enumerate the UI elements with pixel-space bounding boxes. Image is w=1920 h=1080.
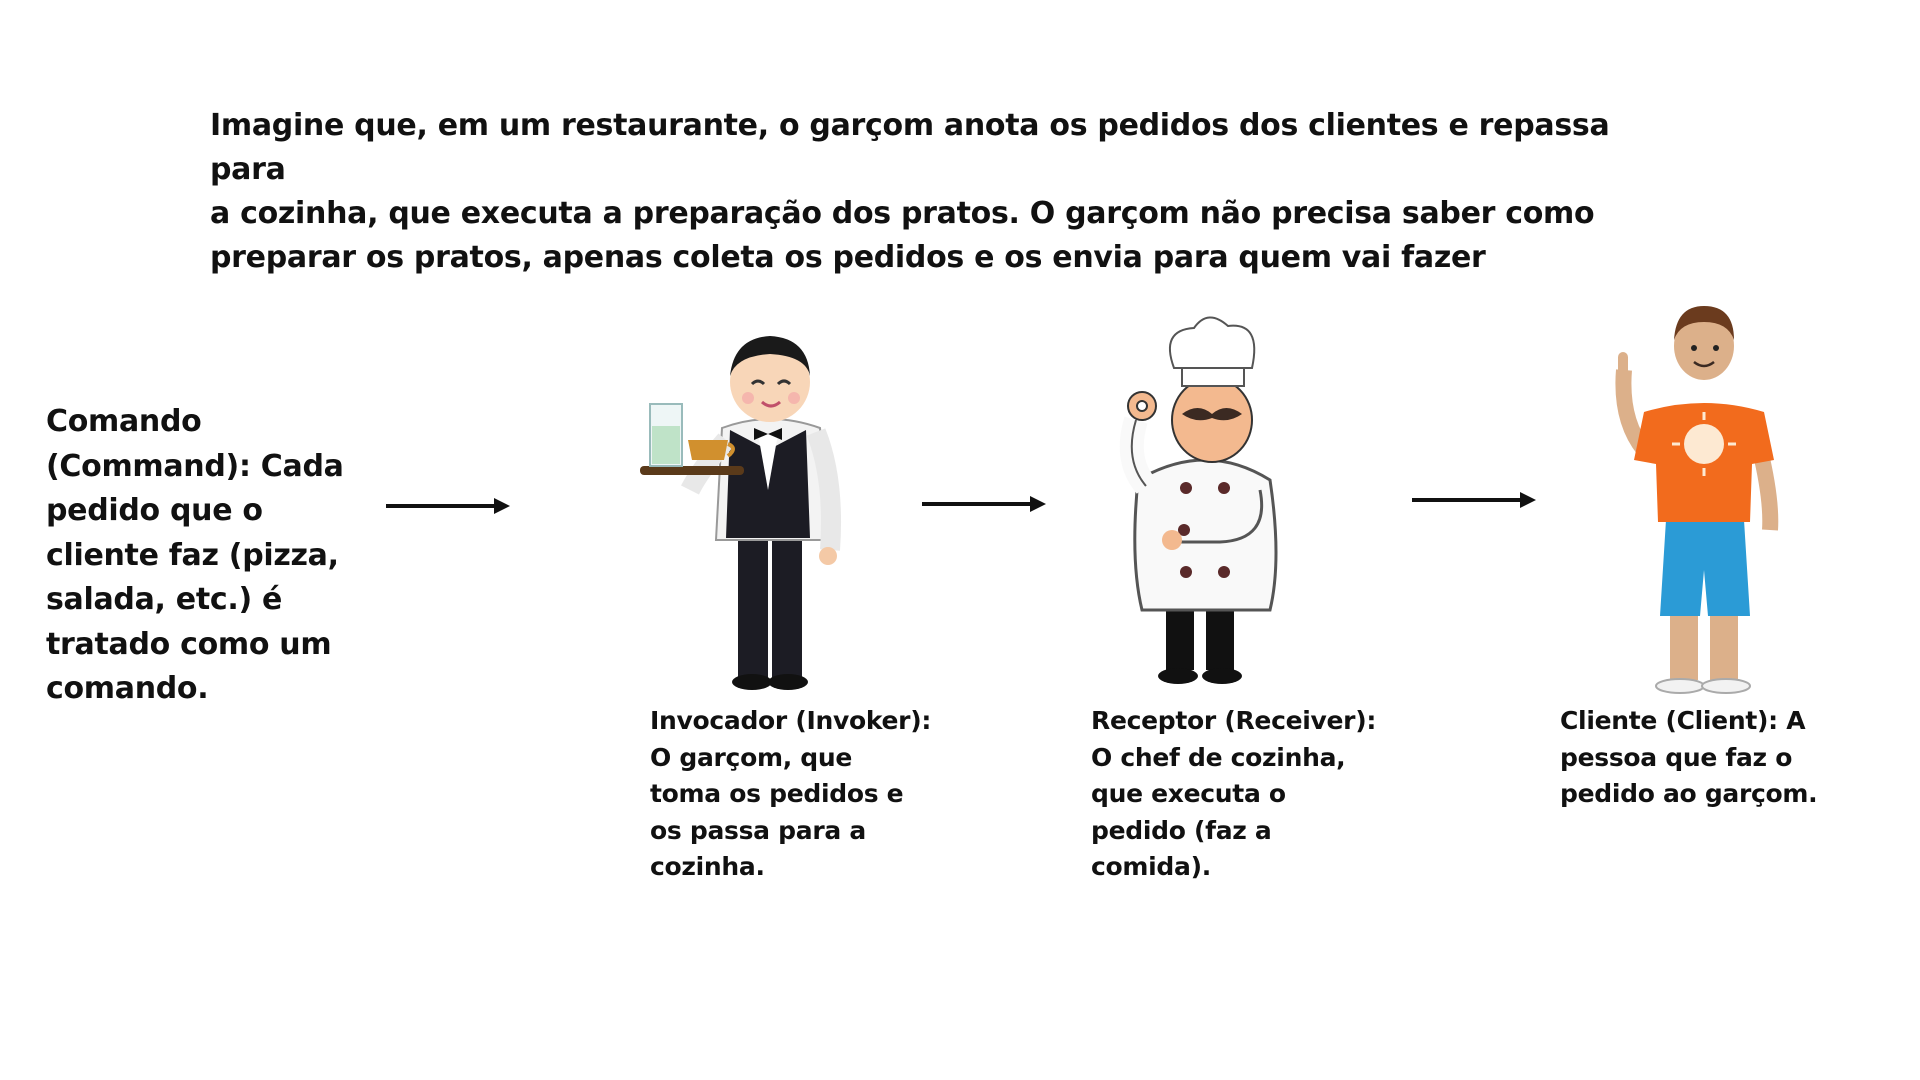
waiter-icon: [640, 336, 842, 690]
caption-line: pedido (faz a: [1091, 815, 1272, 845]
caption-line: O chef de cozinha,: [1091, 742, 1346, 772]
caption-line: toma os pedidos e: [650, 779, 904, 808]
command-line: salada, etc.) é: [46, 582, 283, 617]
command-line: Comando: [46, 404, 202, 439]
command-line: pedido que o: [46, 493, 263, 528]
command-label: Comando (Command): Cada pedido que o cli…: [46, 400, 366, 712]
command-line: (Command): Cada: [46, 448, 344, 484]
caption-line: os passa para a: [650, 815, 866, 845]
caption-line: Receptor (Receiver):: [1091, 706, 1377, 735]
caption-line: O garçom, que: [650, 742, 853, 772]
command-line: comando.: [46, 671, 209, 706]
command-line: cliente faz (pizza,: [46, 537, 339, 573]
intro-paragraph: Imagine que, em um restaurante, o garçom…: [210, 104, 1670, 280]
intro-line: preparar os pratos, apenas coleta os ped…: [210, 240, 1486, 275]
chef-icon: [1119, 316, 1278, 684]
caption-line: Cliente (Client): A: [1560, 706, 1806, 735]
customer-icon: [1615, 306, 1779, 694]
caption-line: que executa o: [1091, 779, 1286, 808]
arrow-icon: [922, 496, 1046, 512]
invoker-caption: Invocador (Invoker): O garçom, que toma …: [650, 703, 950, 886]
caption-line: cozinha.: [650, 852, 765, 881]
caption-line: pessoa que faz o: [1560, 742, 1793, 772]
caption-line: pedido ao garçom.: [1560, 779, 1818, 808]
intro-line: a cozinha, que executa a preparação dos …: [210, 196, 1595, 231]
caption-line: Invocador (Invoker):: [650, 706, 932, 735]
arrow-icon: [1412, 492, 1536, 508]
client-caption: Cliente (Client): A pessoa que faz o ped…: [1560, 703, 1860, 813]
command-line: tratado como um: [46, 626, 332, 662]
arrow-icon: [386, 498, 510, 514]
receiver-caption: Receptor (Receiver): O chef de cozinha, …: [1091, 703, 1391, 886]
caption-line: comida).: [1091, 852, 1211, 881]
intro-line: Imagine que, em um restaurante, o garçom…: [210, 108, 1610, 187]
